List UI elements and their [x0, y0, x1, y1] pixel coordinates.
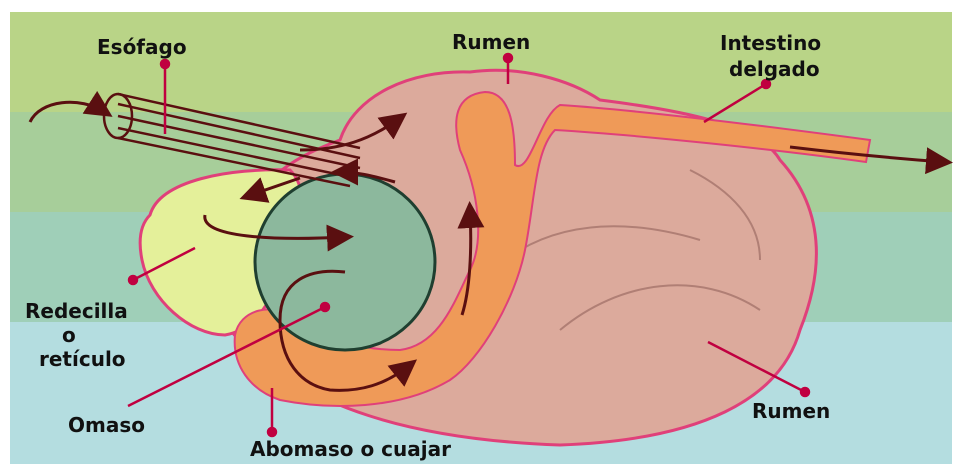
label-abomaso: Abomaso o cuajar	[250, 437, 451, 461]
label-redecilla-line2: o	[62, 323, 76, 347]
label-redecilla-line1: Redecilla	[25, 299, 128, 323]
omasum	[255, 174, 435, 350]
label-intestino-line1: Intestino	[720, 31, 821, 55]
label-redecilla-line3: retículo	[39, 347, 126, 371]
label-rumen-bottom: Rumen	[752, 399, 830, 423]
label-omaso: Omaso	[68, 413, 145, 437]
label-rumen-top: Rumen	[452, 30, 530, 54]
label-esofago: Esófago	[97, 35, 187, 59]
label-intestino-line2: delgado	[729, 57, 820, 81]
